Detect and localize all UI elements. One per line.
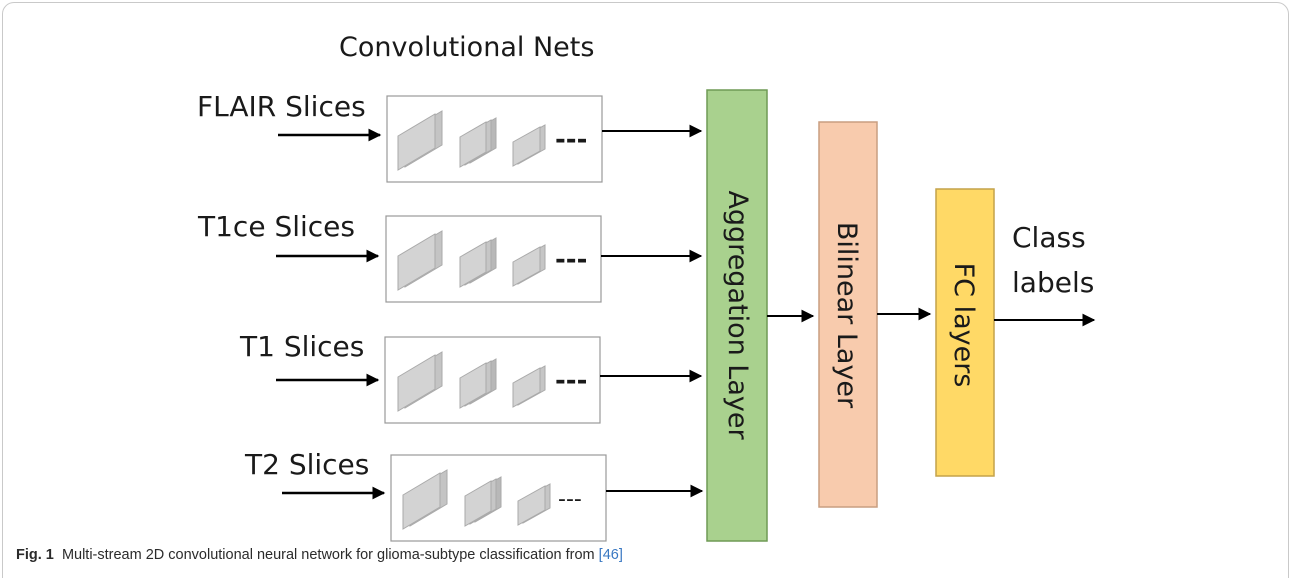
bilinear-layer-label: Bilinear Layer — [831, 222, 862, 409]
aggregation-layer-label: Aggregation Layer — [722, 190, 753, 440]
input-label-t1: T1 Slices — [239, 330, 364, 363]
fc-layers-box — [935, 188, 995, 477]
ellipsis-t2: --- — [558, 487, 582, 512]
output-label-line2: labels — [1012, 266, 1094, 299]
figure-caption: Fig. 1 Multi-stream 2D convolutional neu… — [16, 547, 623, 563]
feature-maps-t2: --- — [402, 469, 582, 530]
ellipsis-t1ce: --- — [555, 245, 587, 275]
stream-t1: T1 Slices --- — [239, 330, 703, 424]
feature-maps-t1ce: --- — [397, 230, 587, 291]
stream-t2: T2 Slices --- — [244, 448, 704, 542]
stream-t1ce: T1ce Slices --- — [197, 210, 703, 303]
stream-flair: FLAIR Slices --- — [197, 90, 703, 183]
feature-maps-t1: --- — [397, 351, 587, 412]
fc-layers-label: FC layers — [948, 263, 979, 388]
bilinear-layer-box — [818, 121, 878, 508]
caption-text: Multi-stream 2D convolutional neural net… — [61, 547, 599, 563]
ellipsis-flair: --- — [555, 125, 587, 155]
diagram-title: Convolutional Nets — [339, 32, 594, 63]
caption-reference-link[interactable]: [46] — [598, 547, 623, 563]
input-label-flair: FLAIR Slices — [197, 90, 366, 123]
feature-maps-flair: --- — [397, 110, 587, 171]
caption-fig-label: Fig. 1 — [16, 547, 54, 563]
ellipsis-t1: --- — [555, 366, 587, 396]
output-label-line1: Class — [1012, 221, 1086, 254]
input-label-t2: T2 Slices — [244, 448, 369, 481]
input-label-t1ce: T1ce Slices — [197, 210, 355, 243]
